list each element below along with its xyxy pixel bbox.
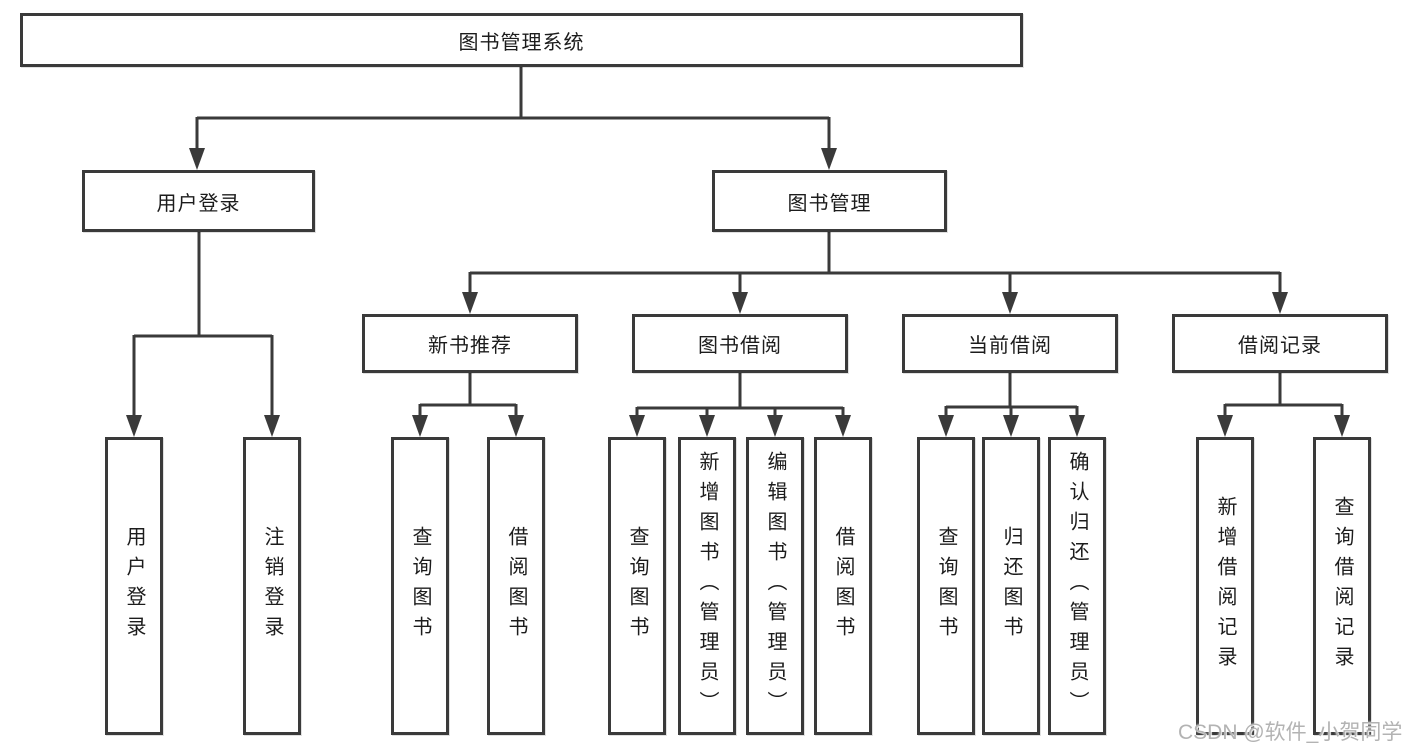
leaf-label: 注销登录 (261, 526, 283, 646)
leaf-label: 用户登录 (123, 526, 145, 646)
arrow-down-icon (126, 415, 142, 437)
leaf-logout: 注销登录 (243, 437, 301, 735)
connector-currentborrow-to-leaves (944, 373, 1079, 423)
arrow-down-icon (732, 292, 748, 314)
node-label: 图书管理 (787, 192, 872, 215)
arrow-down-icon (821, 148, 837, 170)
connector-userlogin-to-leaves (132, 232, 274, 423)
node-new-book-recommend: 新书推荐 (362, 314, 578, 373)
leaf-edit-book-admin: 编辑图书（管理员） (746, 437, 804, 735)
node-book-borrow: 图书借阅 (632, 314, 848, 373)
arrow-down-icon (1003, 415, 1019, 437)
leaf-return-book: 归还图书 (982, 437, 1040, 735)
watermark: CSDN @软件_小贺同学 (1178, 721, 1403, 744)
arrow-down-icon (1002, 292, 1018, 314)
arrow-down-icon (629, 415, 645, 437)
leaf-query-books: 查询图书 (391, 437, 449, 735)
node-current-borrow: 当前借阅 (902, 314, 1118, 373)
leaf-confirm-return-admin: 确认归还（管理员） (1048, 437, 1106, 735)
leaf-label: 借阅图书 (505, 526, 527, 646)
arrow-down-icon (412, 415, 428, 437)
leaf-label: 归还图书 (1000, 526, 1022, 646)
leaf-label: 借阅图书 (832, 526, 854, 646)
arrow-down-icon (767, 415, 783, 437)
leaf-query-books: 查询图书 (608, 437, 666, 735)
node-book-management: 图书管理 (712, 170, 947, 232)
arrow-down-icon (264, 415, 280, 437)
arrow-down-icon (1217, 415, 1233, 437)
leaf-label: 新增借阅记录 (1214, 496, 1236, 676)
leaf-label: 查询借阅记录 (1331, 496, 1353, 676)
leaf-borrow-books: 借阅图书 (487, 437, 545, 735)
arrow-down-icon (1069, 415, 1085, 437)
arrow-down-icon (835, 415, 851, 437)
leaf-query-books: 查询图书 (917, 437, 975, 735)
arrow-down-icon (938, 415, 954, 437)
leaf-label: 新增图书（管理员） (696, 451, 718, 721)
arrow-down-icon (1272, 292, 1288, 314)
connector-borrowrecords-to-leaves (1223, 373, 1344, 423)
leaf-label: 确认归还（管理员） (1066, 451, 1088, 721)
leaf-label: 查询图书 (626, 526, 648, 646)
node-label: 当前借阅 (968, 335, 1052, 357)
node-borrow-records: 借阅记录 (1172, 314, 1388, 373)
leaf-add-borrow-record: 新增借阅记录 (1196, 437, 1254, 735)
arrow-down-icon (189, 148, 205, 170)
leaf-borrow-books: 借阅图书 (814, 437, 872, 735)
node-user-login: 用户登录 (82, 170, 315, 232)
arrow-down-icon (508, 415, 524, 437)
node-label: 新书推荐 (428, 335, 512, 357)
node-label: 图书借阅 (698, 335, 782, 357)
arrow-down-icon (699, 415, 715, 437)
node-label: 图书管理系统 (458, 31, 585, 54)
leaf-label: 查询图书 (935, 526, 957, 646)
leaf-add-book-admin: 新增图书（管理员） (678, 437, 736, 735)
arrow-down-icon (1334, 415, 1350, 437)
connector-root-to-level2 (195, 67, 831, 158)
node-root-system: 图书管理系统 (20, 13, 1023, 67)
leaf-label: 查询图书 (409, 526, 431, 646)
leaf-query-borrow-record: 查询借阅记录 (1313, 437, 1371, 735)
connector-bookborrow-to-leaves (635, 373, 845, 423)
leaf-user-login: 用户登录 (105, 437, 163, 735)
arrow-down-icon (462, 292, 478, 314)
connector-bookmgmt-to-level3 (468, 232, 1282, 302)
node-label: 用户登录 (156, 192, 241, 215)
connector-newbook-to-leaves (418, 373, 518, 423)
leaf-label: 编辑图书（管理员） (764, 451, 786, 721)
node-label: 借阅记录 (1238, 335, 1322, 357)
